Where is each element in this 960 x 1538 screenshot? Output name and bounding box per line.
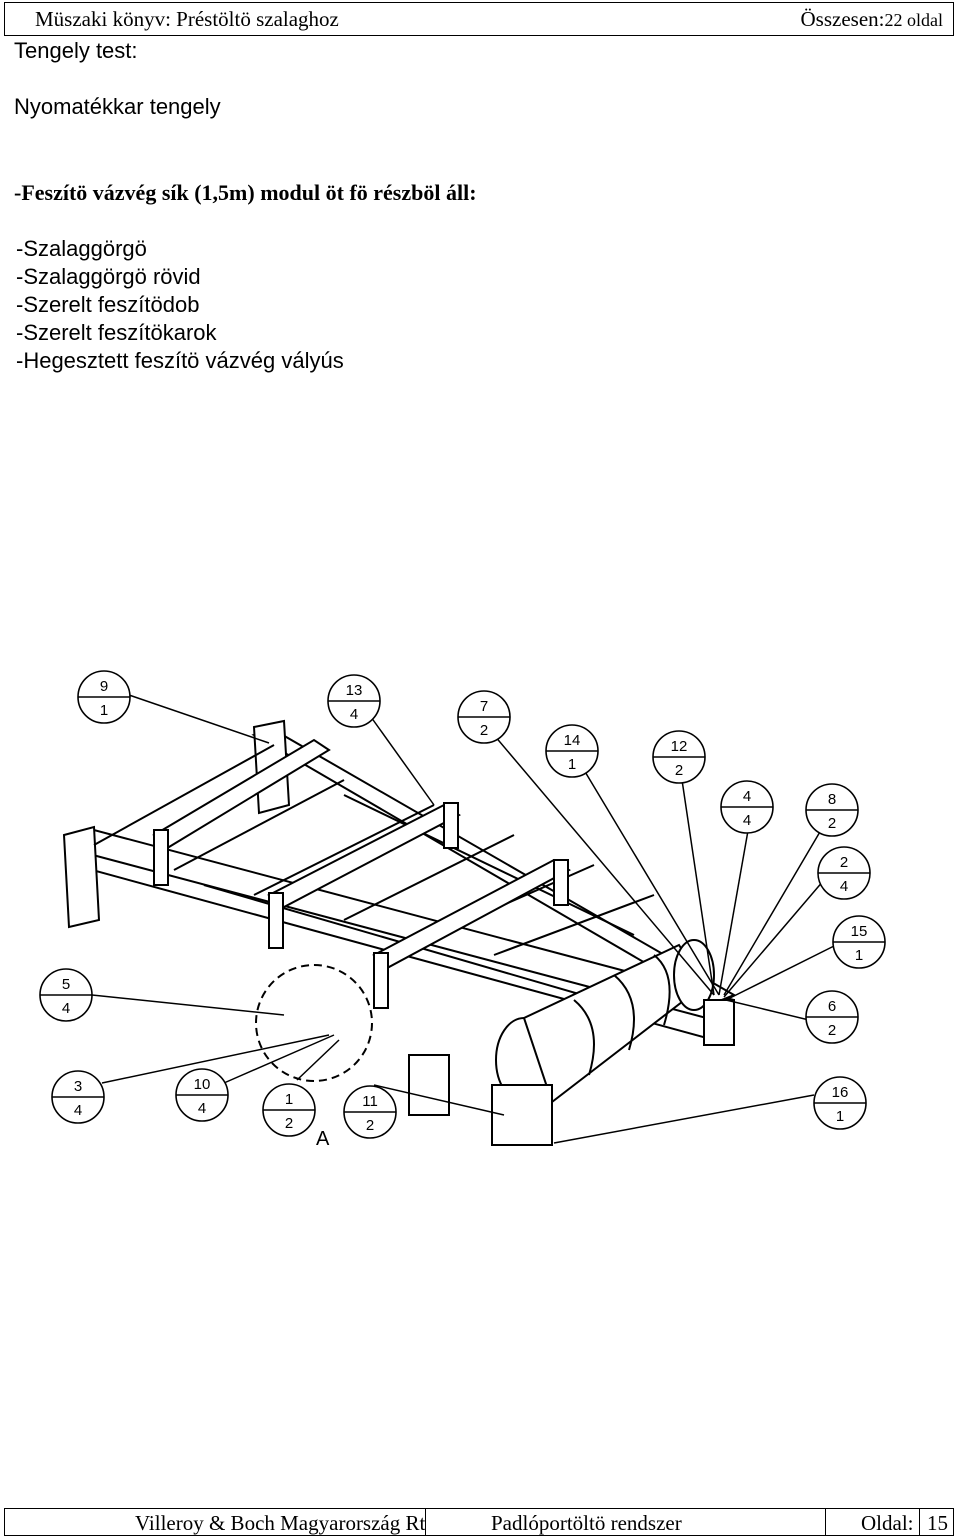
parts-list-item: -Szerelt feszítökarok <box>16 320 217 345</box>
svg-text:4: 4 <box>74 1102 82 1119</box>
footer-divider <box>919 1509 920 1535</box>
svg-text:15: 15 <box>851 923 868 940</box>
module-heading: -Feszítö vázvég sík (1,5m) modul öt fö r… <box>14 180 477 205</box>
balloon-8: 82 <box>805 783 859 837</box>
svg-text:4: 4 <box>840 878 848 895</box>
balloon-4: 44 <box>720 780 774 834</box>
svg-text:2: 2 <box>828 1022 836 1039</box>
balloon-16: 161 <box>813 1076 867 1130</box>
svg-text:1: 1 <box>100 702 108 719</box>
parts-list-item: -Szalaggörgö <box>16 236 147 261</box>
svg-text:1: 1 <box>568 756 576 773</box>
balloon-11: 112 <box>343 1085 397 1139</box>
footer-system: Padlóportöltö rendszer <box>491 1511 682 1535</box>
svg-text:2: 2 <box>480 722 488 739</box>
svg-text:4: 4 <box>743 812 751 829</box>
parts-list-item: -Szerelt feszítödob <box>16 292 200 317</box>
svg-text:9: 9 <box>100 678 108 695</box>
header-book-title: Müszaki könyv: Préstöltö szalaghoz <box>35 7 339 31</box>
balloon-14: 141 <box>545 724 599 778</box>
detail-label: A <box>316 1128 330 1150</box>
balloon-10: 104 <box>175 1068 229 1122</box>
svg-text:1: 1 <box>855 947 863 964</box>
footer-page-number: 15 <box>927 1511 948 1535</box>
svg-text:4: 4 <box>743 788 751 805</box>
header-page-total: Összesen:22 oldal <box>801 7 943 32</box>
page-header: Müszaki könyv: Préstöltö szalaghoz Össze… <box>4 2 954 36</box>
svg-text:13: 13 <box>346 682 363 699</box>
page-footer: Villeroy & Boch Magyarország Rt Padlópor… <box>4 1508 954 1536</box>
svg-text:2: 2 <box>285 1115 293 1132</box>
balloon-9: 91 <box>77 670 131 724</box>
section-subtitle: Nyomatékkar tengely <box>14 94 221 119</box>
balloon-15: 151 <box>832 915 886 969</box>
parts-list-item: -Hegesztett feszítö vázvég vályús <box>16 348 344 373</box>
svg-text:4: 4 <box>198 1100 206 1117</box>
svg-text:4: 4 <box>62 1000 70 1017</box>
footer-divider <box>425 1509 426 1535</box>
svg-text:5: 5 <box>62 976 70 993</box>
svg-text:2: 2 <box>675 762 683 779</box>
balloon-6: 62 <box>805 990 859 1044</box>
balloon-12: 122 <box>652 730 706 784</box>
footer-divider <box>825 1509 826 1535</box>
svg-text:7: 7 <box>480 698 488 715</box>
svg-text:2: 2 <box>828 815 836 832</box>
parts-list: -Szalaggörgö -Szalaggörgö rövid -Szerelt… <box>16 235 344 375</box>
balloon-5: 54 <box>39 968 93 1022</box>
svg-text:2: 2 <box>366 1117 374 1134</box>
section-title: Tengely test: <box>14 38 138 63</box>
footer-page-label: Oldal: <box>861 1511 914 1535</box>
balloon-3: 34 <box>51 1070 105 1124</box>
leader-lines <box>91 694 837 1144</box>
header-total-label: Összesen: <box>800 7 885 31</box>
svg-text:6: 6 <box>828 998 836 1015</box>
balloon-1: 12 <box>262 1083 316 1137</box>
svg-text:1: 1 <box>285 1091 293 1108</box>
svg-text:1: 1 <box>836 1108 844 1125</box>
frame-linework <box>62 719 737 1146</box>
balloon-13: 134 <box>327 674 381 728</box>
svg-text:10: 10 <box>194 1076 211 1093</box>
footer-company: Villeroy & Boch Magyarország Rt <box>135 1511 426 1535</box>
parts-list-item: -Szalaggörgö rövid <box>16 264 201 289</box>
balloon-2: 24 <box>817 846 871 900</box>
svg-text:14: 14 <box>564 732 581 749</box>
svg-text:11: 11 <box>362 1093 378 1110</box>
balloon-7: 72 <box>457 690 511 744</box>
svg-text:8: 8 <box>828 791 836 808</box>
svg-text:4: 4 <box>350 706 358 723</box>
header-total-value: 22 oldal <box>884 10 944 30</box>
balloon-group: 91 134 72 141 122 44 82 24 151 62 161 54… <box>39 670 886 1139</box>
svg-text:3: 3 <box>74 1078 82 1095</box>
svg-text:12: 12 <box>671 738 688 755</box>
assembly-drawing: 91 134 72 141 122 44 82 24 151 62 161 54… <box>39 670 886 1150</box>
svg-text:16: 16 <box>832 1084 849 1101</box>
svg-text:2: 2 <box>840 854 848 871</box>
